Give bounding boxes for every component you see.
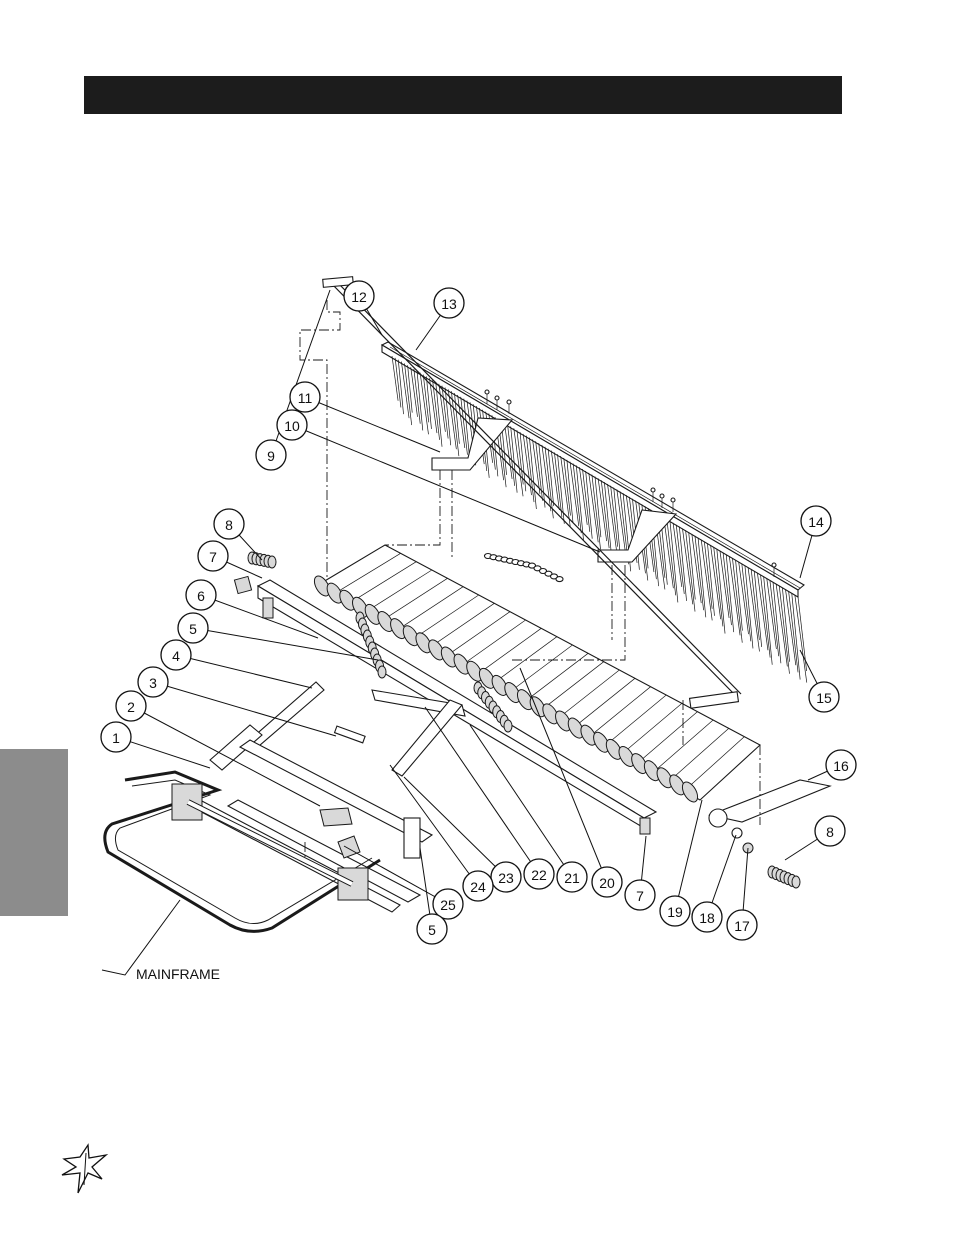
mainframe-leader [101,899,181,976]
callout-label: 12 [351,289,367,305]
mainframe-label: MAINFRAME [136,966,220,982]
callout-24: 24 [462,870,494,902]
callout-label: 13 [441,296,457,312]
callout-label: 2 [127,699,135,715]
callout-label: 5 [428,922,436,938]
callout-label: 14 [808,514,824,530]
callout-label: 23 [498,870,514,886]
leader-line [175,654,313,689]
callout-3: 3 [137,666,169,698]
callout-label: 11 [298,390,313,406]
callout-11: 11 [289,381,321,413]
leader-line [389,764,479,887]
callout-8: 8 [814,815,846,847]
callout-label: 6 [197,588,205,604]
callout-label: 25 [440,897,456,913]
leader-line [291,424,601,553]
callout-label: 9 [267,448,275,464]
callout-label: 4 [172,648,180,664]
callout-21: 21 [556,861,588,893]
leader-line [469,724,573,878]
callout-16: 16 [825,749,857,781]
callout-25: 25 [432,888,464,920]
callout-label: 3 [149,675,157,691]
leader-line [403,776,507,878]
leader-line [200,594,319,639]
callout-14: 14 [800,505,832,537]
callout-22: 22 [523,858,555,890]
callout-12: 12 [343,280,375,312]
leader-line [519,667,608,883]
callout-7: 7 [197,540,229,572]
callout-label: 20 [599,875,615,891]
callout-label: 17 [734,918,750,934]
callout-5: 5 [416,913,448,945]
leader-line [115,736,211,769]
callout-5: 5 [177,612,209,644]
callout-label: 21 [564,870,580,886]
callout-19: 19 [659,895,691,927]
leader-line [152,681,337,737]
hitch-frame [191,724,434,913]
leader-line [343,845,449,905]
callout-label: 18 [699,910,715,926]
callout-17: 17 [726,909,758,941]
leader-line [674,799,703,912]
callout-13: 13 [433,287,465,319]
callout-2: 2 [115,690,147,722]
star-burst-logo-icon [61,1143,109,1194]
callout-9: 9 [255,439,287,471]
mainframe [103,770,381,933]
header-bar [84,76,842,114]
leader-line [130,705,321,807]
callout-label: 7 [209,549,217,565]
callout-label: 7 [636,888,644,904]
callout-4: 4 [160,639,192,671]
callout-6: 6 [185,579,217,611]
callout-label: 24 [470,879,486,895]
leader-line [424,706,540,875]
callout-label: 16 [833,758,849,774]
callout-label: 5 [189,621,197,637]
callout-23: 23 [490,861,522,893]
callout-1: 1 [100,721,132,753]
callout-8: 8 [213,508,245,540]
callout-15: 15 [808,681,840,713]
callout-label: 8 [826,824,834,840]
section-side-tab [0,749,68,916]
leader-line [192,627,379,661]
linkage [243,611,513,777]
callout-7: 7 [624,879,656,911]
callout-label: 10 [284,418,300,434]
leader-line [304,396,441,453]
callout-label: 22 [531,867,547,883]
callout-20: 20 [591,866,623,898]
callout-18: 18 [691,901,723,933]
callout-label: 8 [225,517,233,533]
dash-guides [299,300,761,860]
callout-label: 15 [816,690,832,706]
callout-10: 10 [276,409,308,441]
brush-assembly [380,341,808,683]
loose-parts [233,551,832,889]
callout-label: 1 [112,730,120,746]
callout-label: 19 [667,904,683,920]
rod-9 [322,276,742,709]
